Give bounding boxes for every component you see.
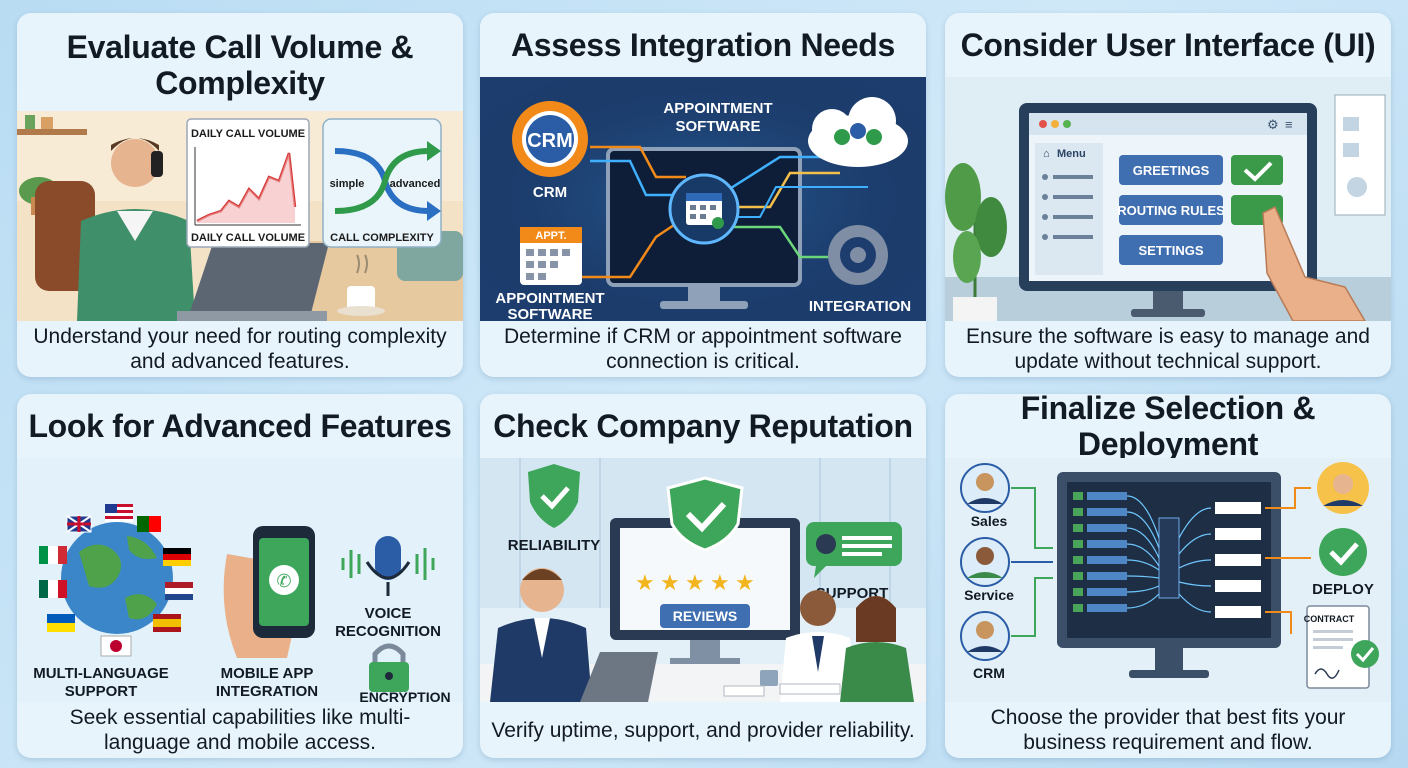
advanced-label: advanced xyxy=(390,178,441,190)
deploy-check-icon xyxy=(1319,528,1367,576)
card-assess-integration: Assess Integration Needs xyxy=(480,13,926,377)
pointing-hand-icon xyxy=(1262,205,1366,321)
reliability-label: RELIABILITY xyxy=(508,537,601,554)
appt-top-line-1: APPOINTMENT xyxy=(663,100,772,117)
integration-label: INTEGRATION xyxy=(809,298,911,315)
simple-label: simple xyxy=(330,178,365,190)
chart-bottom-label: DAILY CALL VOLUME xyxy=(191,232,305,244)
appt-calendar-label: APPT. xyxy=(535,230,566,242)
menu-label[interactable]: Menu xyxy=(1057,148,1086,160)
mobile-app-line-2: INTEGRATION xyxy=(216,683,318,700)
reputation-shield-icon xyxy=(666,476,744,552)
contract-label: CONTRACT xyxy=(1304,614,1355,624)
card-description: Understand your need for routing complex… xyxy=(33,325,447,373)
appt-top-line-2: SOFTWARE xyxy=(676,118,761,135)
card-description: Determine if CRM or appointment software… xyxy=(504,325,902,373)
card-description: Choose the provider that best fits your … xyxy=(990,706,1346,754)
appt-bottom-line-2: SOFTWARE xyxy=(508,306,593,321)
ui-illustration: ⚙ ≡ ⌂ Menu GREETINGS ROUTING RULES SETTI… xyxy=(945,77,1391,321)
svg-text:★: ★ xyxy=(685,570,705,595)
svg-text:★: ★ xyxy=(710,570,730,595)
crm-badge-label: CRM xyxy=(527,130,573,152)
svg-text:★: ★ xyxy=(735,570,755,595)
integration-illustration: CRM CRM APPOINTMENT SOFTWARE APPT. APPOI… xyxy=(480,77,926,321)
home-icon: ⌂ xyxy=(1043,148,1050,160)
deploy-label: DEPLOY xyxy=(1312,581,1374,598)
star-rating: ★★★★★ xyxy=(635,570,755,595)
microphone-icon xyxy=(375,536,401,580)
card-advanced-features: Look for Advanced Features MULTI-LANGUA xyxy=(17,394,463,758)
phone-icon: ✆ xyxy=(276,571,291,591)
mobile-app-line-1: MOBILE APP xyxy=(221,665,314,682)
card-evaluate-call-volume: Evaluate Call Volume & Complexity xyxy=(17,13,463,377)
card-title: Finalize Selection & Deployment xyxy=(1020,394,1316,462)
menu-lines-icon[interactable]: ≡ xyxy=(1285,117,1293,132)
service-label: Service xyxy=(964,587,1014,603)
crm-label: CRM xyxy=(533,184,567,201)
card-title: Look for Advanced Features xyxy=(28,408,452,444)
deployment-illustration: Sales Service CRM DEPLOY xyxy=(945,458,1391,702)
appt-bottom-line-1: APPOINTMENT xyxy=(495,290,604,307)
multi-language-line-1: MULTI-LANGUAGE xyxy=(33,665,169,682)
encryption-label: ENCRYPTION xyxy=(359,689,450,702)
chart-top-label: DAILY CALL VOLUME xyxy=(191,128,305,140)
gear-icon[interactable]: ⚙ xyxy=(1267,117,1279,132)
card-title: Assess Integration Needs xyxy=(510,27,896,63)
greetings-button[interactable]: GREETINGS xyxy=(1133,163,1210,178)
multi-language-line-2: SUPPORT xyxy=(65,683,138,700)
complexity-label: CALL COMPLEXITY xyxy=(330,232,434,244)
voice-line-2: RECOGNITION xyxy=(335,623,441,640)
card-description: Verify uptime, support, and provider rel… xyxy=(491,718,915,742)
svg-text:★: ★ xyxy=(635,570,655,595)
crm-label: CRM xyxy=(973,665,1005,681)
card-finalize-deployment: Finalize Selection & Deployment xyxy=(945,394,1391,758)
card-title: Evaluate Call Volume & Complexity xyxy=(66,29,414,101)
card-description: Ensure the software is easy to manage an… xyxy=(966,325,1370,373)
features-illustration: MULTI-LANGUAGE SUPPORT ✆ MOBILE APP INTE… xyxy=(17,458,463,702)
routing-rules-button[interactable]: ROUTING RULES xyxy=(1117,203,1225,218)
check-icon[interactable] xyxy=(1243,161,1273,182)
shield-icon xyxy=(528,464,580,528)
card-company-reputation: Check Company Reputation RELIABILITY ★★★… xyxy=(480,394,926,758)
voice-line-1: VOICE xyxy=(365,605,412,622)
sales-label: Sales xyxy=(971,513,1008,529)
reviews-label: REVIEWS xyxy=(673,608,738,624)
card-title: Consider User Interface (UI) xyxy=(960,27,1376,63)
svg-text:★: ★ xyxy=(660,570,680,595)
card-consider-ui: Consider User Interface (UI) ⚙ ≡ xyxy=(945,13,1391,377)
settings-button[interactable]: SETTINGS xyxy=(1138,243,1203,258)
card-title: Check Company Reputation xyxy=(493,408,913,444)
reputation-illustration: RELIABILITY ★★★★★ REVIEWS SUPPORT xyxy=(480,458,926,702)
call-volume-illustration: DAILY CALL VOLUME DAILY CALL VOLUME simp… xyxy=(17,111,463,321)
card-description: Seek essential capabilities like multi-l… xyxy=(69,706,411,754)
